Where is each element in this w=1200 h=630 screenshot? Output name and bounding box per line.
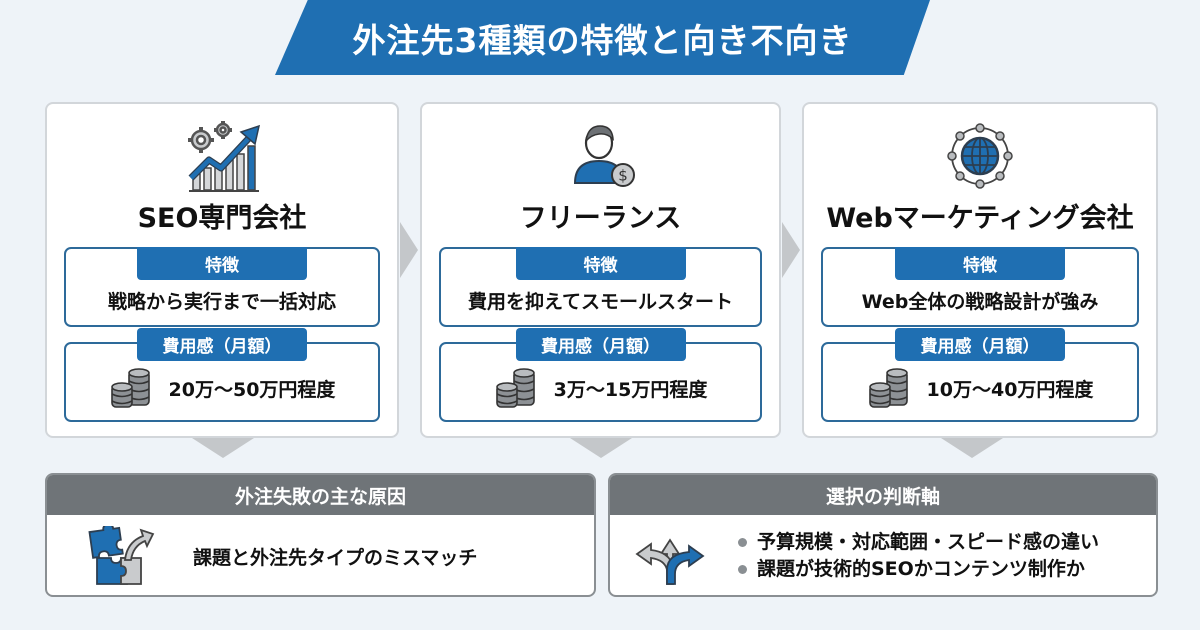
chevron-right-icon — [400, 222, 418, 278]
bullet-icon — [738, 565, 747, 574]
chevron-down-icon — [570, 438, 632, 458]
failure-cause-text: 課題と外注先タイプのミスマッチ — [193, 546, 478, 569]
cost-box: 費用感（月額） 3万〜15万円程度 — [439, 328, 762, 422]
card-freelance: $ フリーランス 特徴 費用を抑えてスモールスタート 費用感（月額） 3万〜15… — [420, 102, 781, 438]
branching-arrows-icon — [635, 538, 705, 585]
criteria-item: 予算規模・対応範囲・スピード感の違い — [738, 529, 1099, 556]
feature-label: 特徴 — [137, 247, 307, 280]
chevron-down-icon — [941, 438, 1003, 458]
panel-selection-criteria: 選択の判断軸 予算規模・対応範囲・スピード感の違い 課題が技術的SEOかコンテン… — [608, 473, 1158, 597]
feature-box: 特徴 戦略から実行まで一括対応 — [64, 247, 380, 327]
feature-text: 費用を抑えてスモールスタート — [467, 291, 734, 313]
bullet-icon — [738, 538, 747, 547]
title-banner: 外注先3種類の特徴と向き不向き — [275, 0, 930, 75]
feature-text: Web全体の戦略設計が強み — [861, 291, 1099, 313]
card-title: フリーランス — [519, 203, 682, 234]
chevron-right-icon — [782, 222, 800, 278]
coin-stack-icon — [868, 368, 908, 408]
feature-text: 戦略から実行まで一括対応 — [107, 291, 336, 313]
feature-label: 特徴 — [515, 247, 686, 280]
feature-box: 特徴 Web全体の戦略設計が強み — [821, 247, 1139, 327]
feature-box: 特徴 費用を抑えてスモールスタート — [439, 247, 762, 327]
coin-stack-icon — [495, 368, 535, 408]
cost-box: 費用感（月額） 20万〜50万円程度 — [64, 328, 380, 422]
cost-value: 10万〜40万円程度 — [926, 378, 1094, 401]
cost-value: 3万〜15万円程度 — [553, 378, 708, 401]
cost-box: 費用感（月額） 10万〜40万円程度 — [821, 328, 1139, 422]
seo-growth-chart-gears-icon — [188, 121, 261, 192]
card-title: Webマーケティング会社 — [826, 203, 1134, 234]
panel-header: 選択の判断軸 — [610, 475, 1156, 515]
svg-text:$: $ — [618, 167, 628, 185]
globe-network-icon — [947, 123, 1013, 189]
puzzle-mismatch-icon — [88, 526, 155, 585]
panel-failure-cause: 外注失敗の主な原因 課題と外注先タイプのミスマッチ — [45, 473, 596, 597]
card-title: SEO専門会社 — [137, 203, 307, 234]
criteria-list: 予算規模・対応範囲・スピード感の違い 課題が技術的SEOかコンテンツ制作か — [738, 529, 1099, 583]
card-web-marketing-company: Webマーケティング会社 特徴 Web全体の戦略設計が強み 費用感（月額） 10… — [802, 102, 1158, 438]
feature-label: 特徴 — [895, 247, 1065, 280]
chevron-down-icon — [192, 438, 254, 458]
cost-value: 20万〜50万円程度 — [168, 378, 336, 401]
panel-header: 外注失敗の主な原因 — [47, 475, 594, 515]
coin-stack-icon — [110, 368, 150, 408]
freelancer-person-dollar-icon: $ — [573, 125, 635, 187]
cost-label: 費用感（月額） — [137, 328, 307, 361]
cost-label: 費用感（月額） — [515, 328, 686, 361]
criteria-item: 課題が技術的SEOかコンテンツ制作か — [738, 556, 1099, 583]
cost-label: 費用感（月額） — [895, 328, 1065, 361]
card-seo-company: SEO専門会社 特徴 戦略から実行まで一括対応 費用感（月額） 20万〜50万円… — [45, 102, 399, 438]
page-title: 外注先3種類の特徴と向き不向き — [352, 20, 853, 60]
